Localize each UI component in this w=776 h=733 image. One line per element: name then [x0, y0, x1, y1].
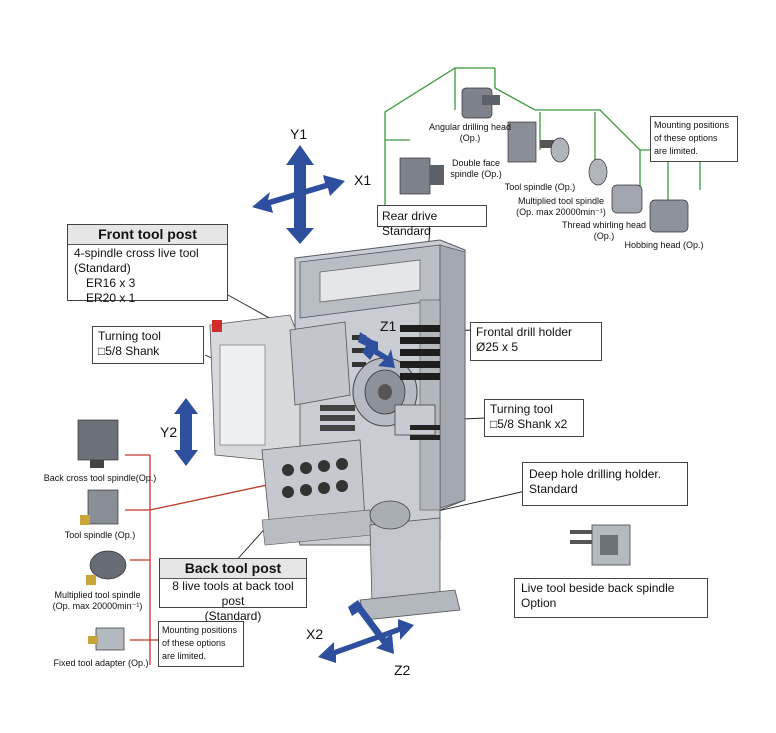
live-tool-beside-illustration: [570, 524, 631, 566]
live-tool-beside-callout: Live tool beside back spindle Option: [514, 578, 708, 618]
caption-hobbing-head: Hobbing head (Op.): [624, 240, 704, 251]
axis-arrows: [174, 145, 414, 663]
back-cross-tool-spindle-icon: [77, 419, 119, 468]
caption-fixed-adapter-line-1: Fixed tool adapter (Op.): [53, 658, 149, 668]
caption-tool-spindle-top: Tool spindle (Op.): [500, 182, 580, 193]
small-spindle-icon: [550, 137, 570, 163]
mounting-note-bottom-line-2: of these options: [162, 638, 226, 648]
caption-hobbing-line-1: Hobbing head (Op.): [624, 240, 704, 250]
front-tool-post-line-1: 4-spindle cross live tool: [74, 246, 199, 260]
mounting-note-bottom-line-1: Mounting positions: [162, 625, 238, 635]
live-tool-beside-line-2: Option: [521, 596, 557, 610]
turning-tool-left-line-1: Turning tool: [98, 329, 161, 343]
caption-tool-spindle-left: Tool spindle (Op.): [60, 530, 140, 541]
caption-thread-line-1: Thread whirling head: [561, 220, 647, 230]
turning-tool-right-line-1: Turning tool: [490, 402, 553, 416]
fixed-tool-adapter-icon: [88, 627, 125, 651]
caption-multiplied-top-line-2: (Op. max 20000min⁻¹): [516, 207, 606, 217]
axis-label-y2: Y2: [160, 424, 178, 440]
caption-multiplied-top-line-1: Multiplied tool spindle: [517, 196, 605, 206]
turning-tool-left-line-2: □5/8 Shank: [98, 344, 160, 358]
caption-multiplied-tool-spindle-top: Multiplied tool spindle (Op. max 20000mi…: [506, 196, 616, 218]
mounting-note-top: Mounting positions of these options are …: [650, 116, 738, 162]
back-spindle-illustration: [359, 500, 461, 621]
thread-whirling-head-icon: [611, 184, 643, 214]
caption-double-face-line-1: Double face: [451, 158, 501, 168]
turning-tool-right-callout: Turning tool □5/8 Shank x2: [484, 399, 584, 437]
turning-tool-right-line-2: □5/8 Shank x2: [490, 417, 568, 431]
deep-hole-line-1: Deep hole drilling holder.: [529, 467, 662, 481]
caption-angular-line-1: Angular drilling head: [428, 122, 512, 132]
frontal-drill-holder-callout: Frontal drill holder Ø25 x 5: [470, 322, 602, 361]
left-option-icons: [77, 419, 127, 651]
turning-tools-right-illustration: [410, 425, 440, 440]
front-tool-post-title: Front tool post: [68, 225, 227, 245]
caption-double-face-line-2: spindle (Op.): [450, 169, 502, 179]
axis-label-z2: Z2: [394, 662, 411, 678]
multiplied-tool-spindle-icon-left: [86, 550, 127, 585]
back-tool-post-title: Back tool post: [160, 559, 306, 579]
deep-hole-drilling-callout: Deep hole drilling holder. Standard: [522, 462, 688, 506]
caption-back-cross-line-1: Back cross tool spindle(Op.): [43, 473, 157, 483]
axis-label-y1: Y1: [290, 126, 308, 142]
frontal-drill-holder-line-1: Frontal drill holder: [476, 325, 573, 339]
top-option-icons: [399, 87, 689, 233]
caption-thread-whirling-head: Thread whirling head (Op.): [556, 220, 652, 242]
back-tool-post-line-2: (Standard): [204, 609, 262, 623]
frontal-drill-holders-illustration: [400, 325, 440, 380]
caption-multiplied-tool-spindle-left: Multiplied tool spindle (Op. max 20000mi…: [40, 590, 155, 612]
caption-thread-line-2: (Op.): [593, 231, 615, 241]
back-tool-post-callout: Back tool post 8 live tools at back tool…: [159, 558, 307, 623]
mounting-note-bottom: Mounting positions of these options are …: [158, 621, 244, 667]
mounting-note-top-line-3: are limited.: [654, 146, 699, 156]
back-tool-post-illustration: [261, 439, 373, 546]
angular-drilling-head-icon: [461, 87, 500, 119]
mounting-note-bottom-line-3: are limited.: [162, 651, 207, 661]
deep-hole-line-2: Standard: [529, 482, 578, 496]
caption-fixed-tool-adapter: Fixed tool adapter (Op.): [46, 658, 156, 669]
frontal-drill-holder-line-2: Ø25 x 5: [476, 340, 519, 354]
hobbing-head-icon: [649, 199, 689, 233]
rear-drive-callout: Rear drive Standard: [377, 205, 487, 238]
caption-angular-drilling-head: Angular drilling head (Op.): [420, 122, 520, 144]
live-tool-beside-line-1: Live tool beside back spindle: [521, 581, 675, 595]
caption-double-face-spindle: Double face spindle (Op.): [446, 158, 506, 180]
tool-spindle-icon-top: [507, 121, 555, 163]
axis-label-x1: X1: [354, 172, 372, 188]
rear-drive-label: Rear drive Standard: [382, 209, 438, 238]
front-tool-post-line-3: ER16 x 3: [86, 276, 136, 290]
caption-multiplied-left-line-1: Multiplied tool spindle: [54, 590, 141, 600]
caption-back-cross-tool-spindle: Back cross tool spindle(Op.): [40, 473, 160, 484]
mounting-note-top-line-2: of these options: [654, 133, 718, 143]
axis-label-z1: Z1: [380, 318, 397, 334]
mounting-note-top-line-1: Mounting positions: [654, 120, 730, 130]
caption-tool-spindle-left-line-1: Tool spindle (Op.): [64, 530, 136, 540]
front-tool-post-line-2: (Standard): [74, 261, 131, 275]
back-tool-post-line-1: 8 live tools at back tool post: [172, 579, 294, 608]
front-tool-post-callout: Front tool post 4-spindle cross live too…: [67, 224, 228, 305]
caption-multiplied-left-line-2: (Op. max 20000min⁻¹): [52, 601, 143, 611]
caption-angular-line-2: (Op.): [459, 133, 481, 143]
tool-spindle-icon-left: [80, 489, 119, 525]
axis-label-x2: X2: [306, 626, 324, 642]
turning-tool-left-callout: Turning tool □5/8 Shank: [92, 326, 204, 364]
front-tool-post-line-4: ER20 x 1: [86, 291, 136, 305]
multiplied-tool-spindle-icon: [588, 158, 608, 186]
caption-tool-spindle-top-line-1: Tool spindle (Op.): [504, 182, 576, 192]
double-face-spindle-icon: [399, 157, 444, 195]
